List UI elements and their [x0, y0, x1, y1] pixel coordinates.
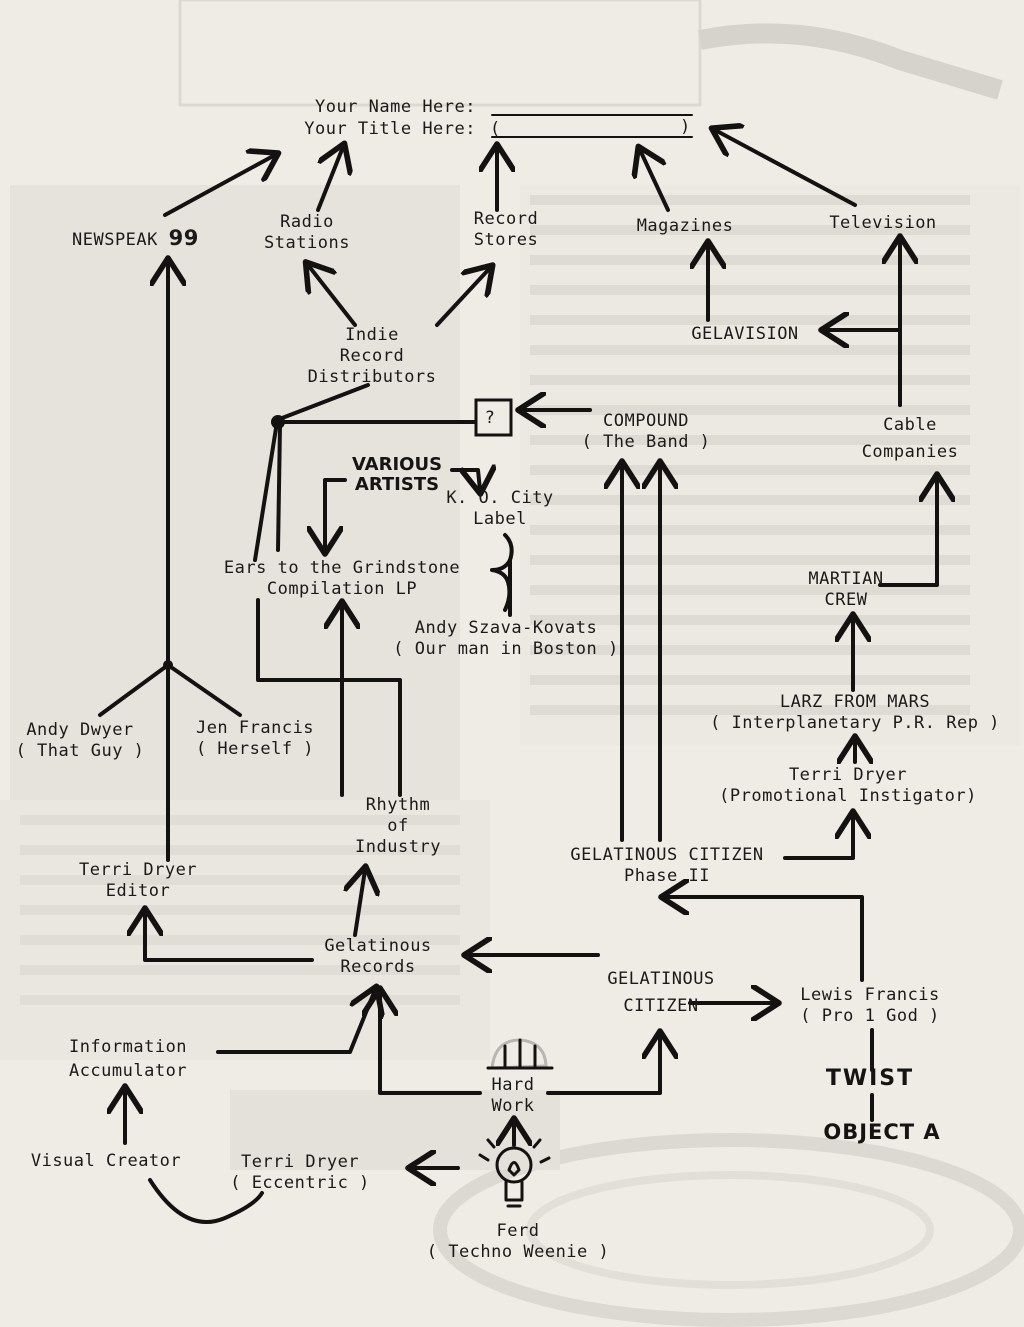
- ko-city-line2: Label: [473, 509, 527, 529]
- node-various-artists: VARIOUS ARTISTS: [352, 455, 442, 495]
- gel-records-line2: Records: [340, 957, 416, 977]
- info-line2: Accumulator: [68, 1061, 188, 1081]
- node-ferd: Ferd ( Techno Weenie ): [427, 1221, 610, 1263]
- hard-work-line1: Hard: [491, 1075, 535, 1095]
- terri-promo-line1: Terri Dryer: [788, 765, 908, 785]
- record-stores-line2: Stores: [473, 230, 539, 250]
- rhythm-line2: of: [387, 816, 409, 836]
- martian-line1: MARTIAN: [808, 569, 884, 589]
- terri-promo-line2: (Promotional Instigator): [719, 786, 977, 806]
- distributors-line1: Indie: [345, 325, 399, 345]
- terri-ecc-line1: Terri Dryer: [240, 1152, 360, 1172]
- info-line1: Information: [68, 1037, 188, 1057]
- lewis-line1: Lewis Francis: [800, 985, 940, 1005]
- node-rhythm-of-industry: Rhythm of Industry: [355, 795, 441, 858]
- node-object-a: OBJECT A: [823, 1120, 941, 1144]
- radio-line2: Stations: [264, 233, 350, 253]
- ears-line2: Compilation LP: [266, 579, 418, 599]
- cable-line2: Companies: [861, 442, 959, 462]
- larz-line2: ( Interplanetary P.R. Rep ): [710, 713, 1000, 733]
- hard-work-line2: Work: [491, 1096, 535, 1116]
- jen-line2: ( Herself ): [195, 739, 315, 759]
- node-terri-dryer-promotional: Terri Dryer (Promotional Instigator): [719, 765, 977, 807]
- node-gelatinous-records: Gelatinous Records: [324, 936, 431, 978]
- distributors-line3: Distributors: [307, 367, 437, 387]
- gc-line1: GELATINOUS: [607, 969, 715, 989]
- ferd-line1: Ferd: [496, 1221, 540, 1241]
- compound-line2: ( The Band ): [581, 432, 711, 452]
- node-terri-dryer-eccentric: Terri Dryer ( Eccentric ): [230, 1152, 370, 1194]
- node-compound: COMPOUND ( The Band ): [582, 411, 711, 453]
- larz-line1: LARZ FROM MARS: [779, 692, 931, 712]
- your-title-label: Your Title Here:: [304, 119, 476, 139]
- ferd-line2: ( Techno Weenie ): [426, 1242, 610, 1262]
- ears-line1: Ears to the Grindstone: [223, 558, 461, 578]
- newspeak-label: NEWSPEAK: [72, 230, 158, 250]
- node-record-stores: Record Stores: [474, 209, 538, 251]
- node-radio-stations: Radio Stations: [264, 212, 350, 254]
- title-open-paren: (: [490, 119, 501, 139]
- andy-dwyer-line1: Andy Dwyer: [26, 720, 134, 740]
- martian-line2: CREW: [824, 590, 868, 610]
- title-close-paren: ): [680, 117, 691, 137]
- andy-sk-line2: ( Our man in Boston ): [393, 639, 619, 659]
- node-andy-szava-kovats: Andy Szava-Kovats ( Our man in Boston ): [393, 618, 618, 660]
- terri-ecc-line2: ( Eccentric ): [230, 1173, 370, 1193]
- lewis-line2: ( Pro 1 God ): [800, 1006, 940, 1026]
- rhythm-line1: Rhythm: [365, 795, 431, 815]
- question-box-label: ?: [484, 408, 496, 428]
- node-ears-to-the-grindstone: Ears to the Grindstone Compilation LP: [224, 558, 460, 600]
- your-name-label: Your Name Here:: [314, 97, 476, 117]
- node-terri-dryer-editor: Terri Dryer Editor: [79, 860, 197, 902]
- node-cable-companies: Cable Companies: [862, 415, 959, 463]
- node-information-accumulator: Information Accumulator: [69, 1037, 187, 1082]
- node-twist: TWIST: [825, 1066, 915, 1091]
- node-andy-dwyer: Andy Dwyer ( That Guy ): [16, 720, 145, 762]
- node-magazines: Magazines: [636, 216, 734, 236]
- node-lewis-francis: Lewis Francis ( Pro 1 God ): [800, 985, 940, 1027]
- node-gelavision: GELAVISION: [691, 324, 799, 344]
- node-gelatinous-citizen: GELATINOUS CITIZEN: [607, 969, 714, 1017]
- jen-line1: Jen Francis: [195, 718, 315, 738]
- rhythm-line3: Industry: [355, 837, 441, 857]
- andy-dwyer-line2: ( That Guy ): [15, 741, 145, 761]
- light-bulb-icon: [478, 1138, 551, 1208]
- node-television: Television: [829, 213, 937, 233]
- node-gelatinous-citizen-phase-ii: GELATINOUS CITIZEN Phase II: [570, 845, 763, 887]
- hard-hat-icon: [486, 1038, 554, 1070]
- andy-sk-line1: Andy Szava-Kovats: [414, 618, 598, 638]
- cable-line1: Cable: [883, 415, 937, 435]
- terri-editor-line2: Editor: [105, 881, 171, 901]
- compound-line1: COMPOUND: [603, 411, 689, 431]
- gc-line2: CITIZEN: [623, 996, 699, 1016]
- node-jen-francis: Jen Francis ( Herself ): [196, 718, 314, 760]
- gc2-line2: Phase II: [624, 866, 710, 886]
- gc2-line1: GELATINOUS CITIZEN: [570, 845, 764, 865]
- node-indie-record-distributors: Indie Record Distributors: [308, 325, 437, 388]
- gel-records-line1: Gelatinous: [324, 936, 432, 956]
- node-martian-crew: MARTIAN CREW: [808, 569, 883, 611]
- newspeak-number: 99: [168, 226, 199, 250]
- ko-city-line1: K. O. City: [446, 488, 554, 508]
- node-ko-city-label: K. O. City Label: [446, 488, 553, 530]
- distributors-line2: Record: [339, 346, 405, 366]
- radio-line1: Radio: [280, 212, 334, 232]
- record-stores-line1: Record: [473, 209, 539, 229]
- various-artists-line1: VARIOUS: [351, 454, 443, 475]
- node-newspeak: NEWSPEAK 99: [72, 228, 199, 251]
- node-larz-from-mars: LARZ FROM MARS ( Interplanetary P.R. Rep…: [710, 692, 1000, 734]
- terri-editor-line1: Terri Dryer: [78, 860, 198, 880]
- node-hard-work: Hard Work: [492, 1075, 535, 1117]
- node-visual-creator: Visual Creator: [30, 1151, 182, 1171]
- various-artists-line2: ARTISTS: [354, 474, 440, 495]
